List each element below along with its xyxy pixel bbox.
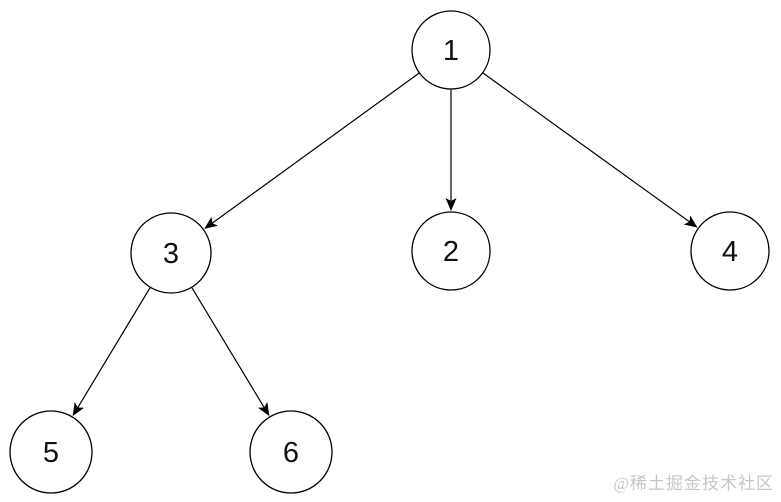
tree-node-2: 2 — [411, 211, 491, 291]
nodes-layer: 1 3 2 4 5 6 — [9, 10, 770, 494]
node-label-3: 3 — [163, 238, 179, 270]
node-circle-2 — [411, 211, 491, 291]
tree-node-4: 4 — [690, 211, 770, 291]
node-label-1: 1 — [443, 35, 459, 67]
node-label-6: 6 — [283, 437, 299, 469]
tree-node-1: 1 — [411, 10, 491, 90]
edges-layer — [72, 72, 698, 417]
node-circle-5 — [9, 410, 93, 494]
node-circle-6 — [249, 410, 333, 494]
node-label-4: 4 — [722, 236, 738, 268]
node-circle-3 — [130, 212, 212, 294]
watermark: @稀土掘金技术社区 — [613, 474, 774, 493]
node-label-5: 5 — [43, 437, 59, 469]
tree-node-5: 5 — [9, 410, 93, 494]
tree-node-3: 3 — [130, 212, 212, 294]
edge-1-to-4 — [482, 72, 698, 228]
edge-3-to-6 — [191, 286, 270, 417]
edge-1-to-3 — [204, 72, 420, 229]
edge-3-to-5 — [72, 286, 151, 417]
tree-node-6: 6 — [249, 410, 333, 494]
node-circle-4 — [690, 211, 770, 291]
node-label-2: 2 — [443, 236, 459, 268]
node-circle-1 — [411, 10, 491, 90]
